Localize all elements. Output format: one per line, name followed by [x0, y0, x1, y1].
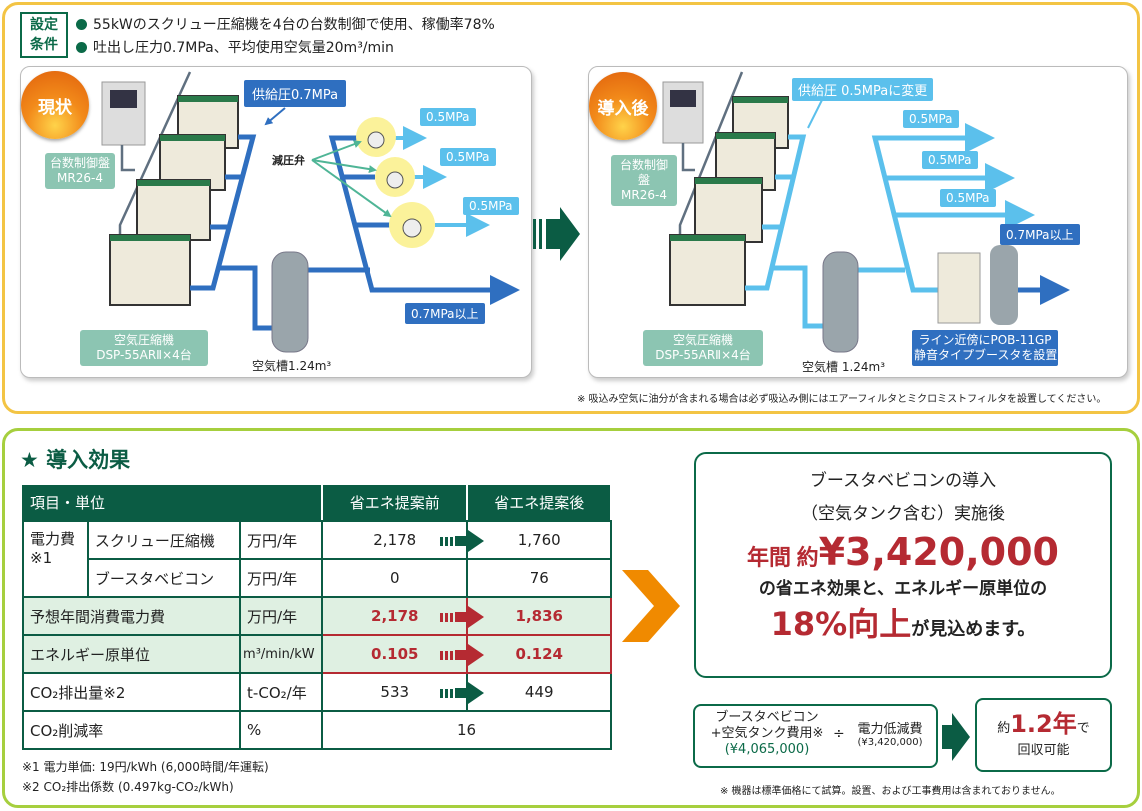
outlet-label: 0.5MPa	[440, 148, 496, 166]
outlet-label-high: 0.7MPa以上	[1000, 224, 1080, 245]
table-cell: 予想年間消費電力費	[21, 596, 242, 636]
tank-label: 空気槽1.24m³	[252, 359, 332, 373]
signal-line	[118, 71, 192, 235]
footnote-2: ※2 CO₂排出係数 (0.497kg-CO₂/kWh)	[22, 780, 234, 794]
table-cell: 2,178	[321, 520, 485, 560]
compressor-icons	[109, 95, 239, 306]
result-box: ブースタベビコンの導入 （空気タンク含む）実施後 年間 約¥3,420,000 …	[694, 452, 1112, 678]
table-cell: 1,836	[466, 596, 612, 636]
table-cell: 1,760	[466, 520, 612, 560]
outlet-label: 0.5MPa	[420, 108, 476, 126]
control-panel-icon	[101, 81, 146, 146]
table-cell: CO₂削減率	[21, 710, 242, 750]
condition-item: 55kWのスクリュー圧縮機を4台の台数制御で使用、稼働率78%	[76, 14, 495, 34]
change-arrow-icon	[440, 682, 485, 704]
after-badge: 導入後	[589, 72, 657, 140]
payback-result: 約1.2年で 回収可能	[975, 698, 1112, 772]
dark-green-arrow-icon	[942, 713, 970, 761]
supply-pressure-label: 供給圧 0.5MPaに変更	[792, 78, 934, 101]
outlet-label: 0.5MPa	[922, 151, 978, 169]
table-cell: エネルギー原単位	[21, 634, 242, 674]
table-cell: スクリュー圧縮機	[86, 520, 242, 560]
table-cell: 0	[321, 558, 469, 598]
booster-icon	[937, 245, 1018, 325]
outlet-label-high: 0.7MPa以上	[405, 303, 485, 324]
header-item: 項目・単位	[21, 483, 324, 522]
group-label: 電力費※1	[22, 520, 89, 598]
improvement-percent: 18%向上	[770, 605, 912, 643]
table-cell: t-CO₂/年	[239, 672, 324, 712]
table-cell: 万円/年	[239, 558, 324, 598]
price-footnote: ※ 機器は標準価格にて試算。設置、および工事費用は含まれておりません。	[720, 786, 1061, 797]
before-badge: 現状	[21, 71, 89, 139]
intake-footnote: ※ 吸込み空気に油分が含まれる場合は必ず吸込み側にはエアーフィルタとミクロミスト…	[577, 394, 1107, 405]
supply-pressure-label: 供給圧0.7MPa	[244, 80, 347, 107]
outlet-label: 0.5MPa	[463, 197, 519, 215]
conditions-label: 設定条件	[20, 12, 68, 58]
table-cell: 449	[466, 672, 612, 712]
effect-panel	[2, 428, 1140, 808]
change-arrow-icon	[440, 644, 485, 666]
footnote-1: ※1 電力単価: 19円/kWh (6,000時間/年運転)	[22, 760, 269, 774]
table-cell: 76	[466, 558, 612, 598]
table-cell: m³/min/kW	[239, 634, 324, 674]
table-cell: ブースタベビコン	[86, 558, 242, 598]
valve-label: 減圧弁	[272, 154, 305, 167]
table-cell: 2,178	[321, 596, 485, 636]
orange-arrow-icon	[622, 570, 680, 642]
table-cell: 16	[321, 710, 612, 750]
setup-panel	[2, 2, 1140, 414]
outlet-label: 0.5MPa	[903, 110, 959, 128]
outlet-label: 0.5MPa	[940, 189, 996, 207]
change-arrow-icon	[440, 606, 485, 628]
table-cell: 0.124	[466, 634, 612, 674]
table-cell: CO₂排出量※2	[21, 672, 242, 712]
tank-label: 空気槽 1.24m³	[802, 360, 886, 374]
change-arrow-icon	[440, 530, 485, 552]
low-pressure-pipes-before	[395, 126, 490, 237]
header-before: 省エネ提案前	[321, 483, 469, 522]
table-cell: %	[239, 710, 324, 750]
table-cell: 万円/年	[239, 520, 324, 560]
effect-title: ★ 導入効果	[20, 448, 131, 472]
pressure-reducing-valve-icons	[356, 117, 435, 248]
green-arrow-icon	[533, 207, 580, 261]
pipes-after	[745, 123, 1035, 329]
valve-pointer-arrows	[311, 140, 392, 218]
payback-formula: ブースタベビコン+空気タンク費用※(¥4,065,000) ÷ 電力低減費(¥3…	[693, 704, 938, 768]
table-row: CO₂削減率%16	[21, 710, 612, 750]
table-cell: 万円/年	[239, 596, 324, 636]
condition-item: 吐出し圧力0.7MPa、平均使用空気量20m³/min	[76, 37, 394, 57]
tank-icon	[271, 251, 309, 353]
header-after: 省エネ提案後	[466, 483, 612, 522]
table-cell: 533	[321, 672, 485, 712]
table-cell: 0.105	[321, 634, 485, 674]
saving-amount: ¥3,420,000	[818, 530, 1059, 574]
